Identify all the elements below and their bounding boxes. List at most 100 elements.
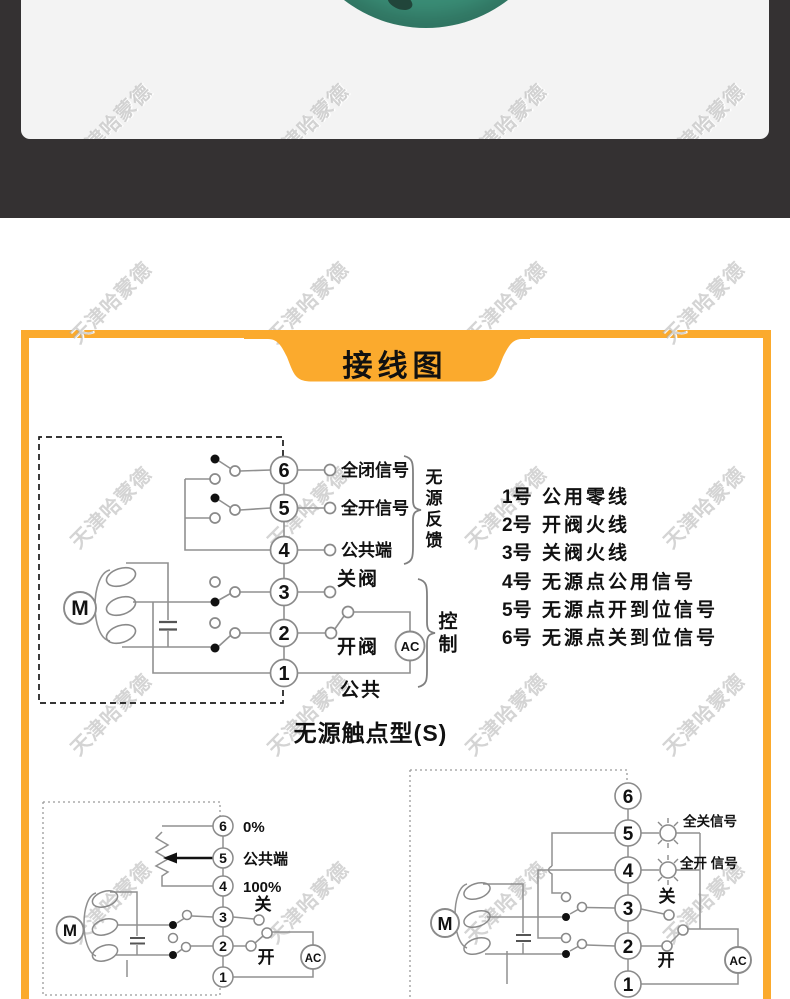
ac-power-label: AC — [305, 953, 322, 965]
motor-label: M — [63, 921, 77, 940]
terminal-no: 5号 — [502, 599, 532, 621]
terminal-4: 4 — [219, 878, 227, 894]
wiring-diagram-frame — [21, 330, 771, 999]
terminal-desc: 无源点公用信号 — [542, 571, 697, 593]
motor-label: M — [71, 597, 89, 620]
arrow-to-wiper — [163, 852, 213, 864]
switch-pivot-dots — [562, 913, 570, 958]
capacitor — [159, 620, 177, 631]
list-item: 4号无源点公用信号 — [502, 566, 718, 594]
diagram-caption: 无源触点型(S) — [293, 720, 448, 746]
terminal-6: 6 — [219, 818, 227, 834]
terminal-wire-labels: 全闭信号 全开信号 公共端 — [340, 460, 409, 560]
label-open: 开 — [258, 948, 275, 967]
motor-windings — [91, 890, 119, 962]
product-image-card: 天津哈蒙德 天津哈蒙德 天津哈蒙德 天津哈蒙德 — [21, 0, 769, 139]
terminal-3: 3 — [219, 909, 227, 925]
terminal-5: 5 — [219, 850, 227, 866]
label-full-open-signal: 全开 信号 — [679, 855, 738, 871]
label-0-percent: 0% — [243, 819, 265, 836]
label-common-terminal: 公共端 — [243, 850, 288, 868]
terminal-6: 6 — [623, 787, 634, 808]
terminal-desc: 关阀火线 — [542, 543, 631, 565]
terminal-desc: 无源点关到位信号 — [542, 628, 719, 650]
terminal-4: 4 — [278, 540, 290, 562]
motor-windings — [105, 566, 137, 645]
terminal-5: 5 — [278, 498, 289, 520]
list-item: 3号关阀火线 — [502, 538, 718, 566]
terminal-2: 2 — [278, 623, 289, 645]
terminal-no: 4号 — [502, 571, 532, 593]
control-wire-labels: 关阀 开阀 公共 — [337, 567, 382, 701]
terminal-1: 1 — [219, 969, 227, 985]
terminal-no: 6号 — [502, 628, 532, 650]
potentiometer-wiring-diagram: 6 5 4 3 2 1 M AC 0% 公共端 100% 关 开 — [42, 801, 326, 996]
group-braces — [403, 455, 436, 688]
terminal-3: 3 — [278, 582, 289, 604]
lamp-rays — [657, 818, 679, 885]
actuator-dashed-boundary — [38, 436, 284, 704]
terminal-no: 3号 — [502, 543, 532, 565]
label-100-percent: 100% — [243, 879, 281, 896]
terminal-no: 2号 — [502, 514, 532, 536]
terminal-circles — [63, 455, 426, 688]
ac-power-label: AC — [729, 954, 747, 968]
lamp-labels: 全关信号 全开 信号 — [679, 813, 738, 871]
terminal-1: 1 — [623, 975, 634, 996]
hero-dark-band: 天津哈蒙德 天津哈蒙德 天津哈蒙德 天津哈蒙德 — [0, 0, 790, 218]
label-close: 关 — [659, 886, 676, 906]
watermark-text: 天津哈蒙德 — [263, 80, 354, 139]
watermark-text: 天津哈蒙德 — [461, 80, 552, 139]
terminal-2: 2 — [623, 937, 634, 958]
terminal-circles — [55, 815, 326, 988]
terminal-description-list: 1号公用零线 2号开阀火线 3号关阀火线 4号无源点公用信号 5号无源点开到位信… — [502, 481, 718, 651]
control-group-label: 控制 — [436, 610, 458, 657]
label-full-open-signal: 全开信号 — [340, 498, 409, 518]
terminal-5: 5 — [623, 824, 634, 845]
terminal-no: 1号 — [502, 486, 532, 508]
terminal-4: 4 — [623, 861, 634, 882]
terminal-numbers: 6 5 4 3 2 1 — [278, 460, 290, 685]
terminal-wire-labels: 0% 公共端 100% — [243, 819, 288, 896]
main-wiring-diagram: 6 5 4 3 2 1 M AC 全闭信号 全开信号 公共端 关阀 开阀 公共 … — [38, 436, 458, 704]
feedback-group-label: 无源反馈 — [423, 468, 444, 552]
label-full-close-signal: 全闭信号 — [340, 460, 409, 480]
label-open-valve: 开阀 — [337, 635, 379, 658]
label-open: 开 — [658, 951, 675, 970]
terminal-desc: 无源点开到位信号 — [542, 599, 719, 621]
dotted-boundary — [42, 801, 221, 996]
dotted-boundary — [409, 769, 628, 999]
list-item: 5号无源点开到位信号 — [502, 594, 718, 622]
switch-pivot-dots — [169, 921, 177, 959]
valve-actuator-image — [292, 0, 560, 28]
banner-title: 接线图 — [342, 350, 448, 383]
lamp-feedback-wiring-diagram: 6 5 4 3 2 1 M AC 全关信号 全开 信号 关 开 — [409, 769, 752, 999]
terminal-6: 6 — [278, 460, 289, 482]
watermark-text: 天津哈蒙德 — [659, 80, 750, 139]
list-item: 6号无源点关到位信号 — [502, 622, 718, 650]
watermark-text: 天津哈蒙德 — [66, 80, 157, 139]
switch-pivot-dots — [210, 454, 220, 653]
terminal-1: 1 — [278, 663, 289, 685]
label-close-valve: 关阀 — [337, 567, 379, 590]
capacitor — [516, 934, 531, 942]
label-close: 关 — [255, 894, 272, 914]
terminal-numbers: 6 5 4 3 2 1 — [623, 787, 634, 996]
label-common-terminal: 公共端 — [341, 540, 392, 560]
wires — [83, 825, 314, 978]
capacitor — [130, 937, 145, 945]
list-item: 1号公用零线 — [502, 481, 718, 509]
terminal-3: 3 — [623, 899, 634, 920]
ac-power-label: AC — [401, 639, 420, 654]
motor-windings — [463, 881, 491, 956]
terminal-desc: 公用零线 — [542, 486, 631, 508]
terminal-desc: 开阀火线 — [542, 514, 631, 536]
label-common: 公共 — [340, 679, 382, 701]
terminal-2: 2 — [219, 938, 227, 954]
terminal-numbers: 6 5 4 3 2 1 — [219, 818, 227, 985]
list-item: 2号开阀火线 — [502, 509, 718, 537]
banner-tab-shape — [244, 330, 530, 382]
motor-label: M — [438, 914, 453, 934]
terminal-circles — [430, 782, 752, 998]
